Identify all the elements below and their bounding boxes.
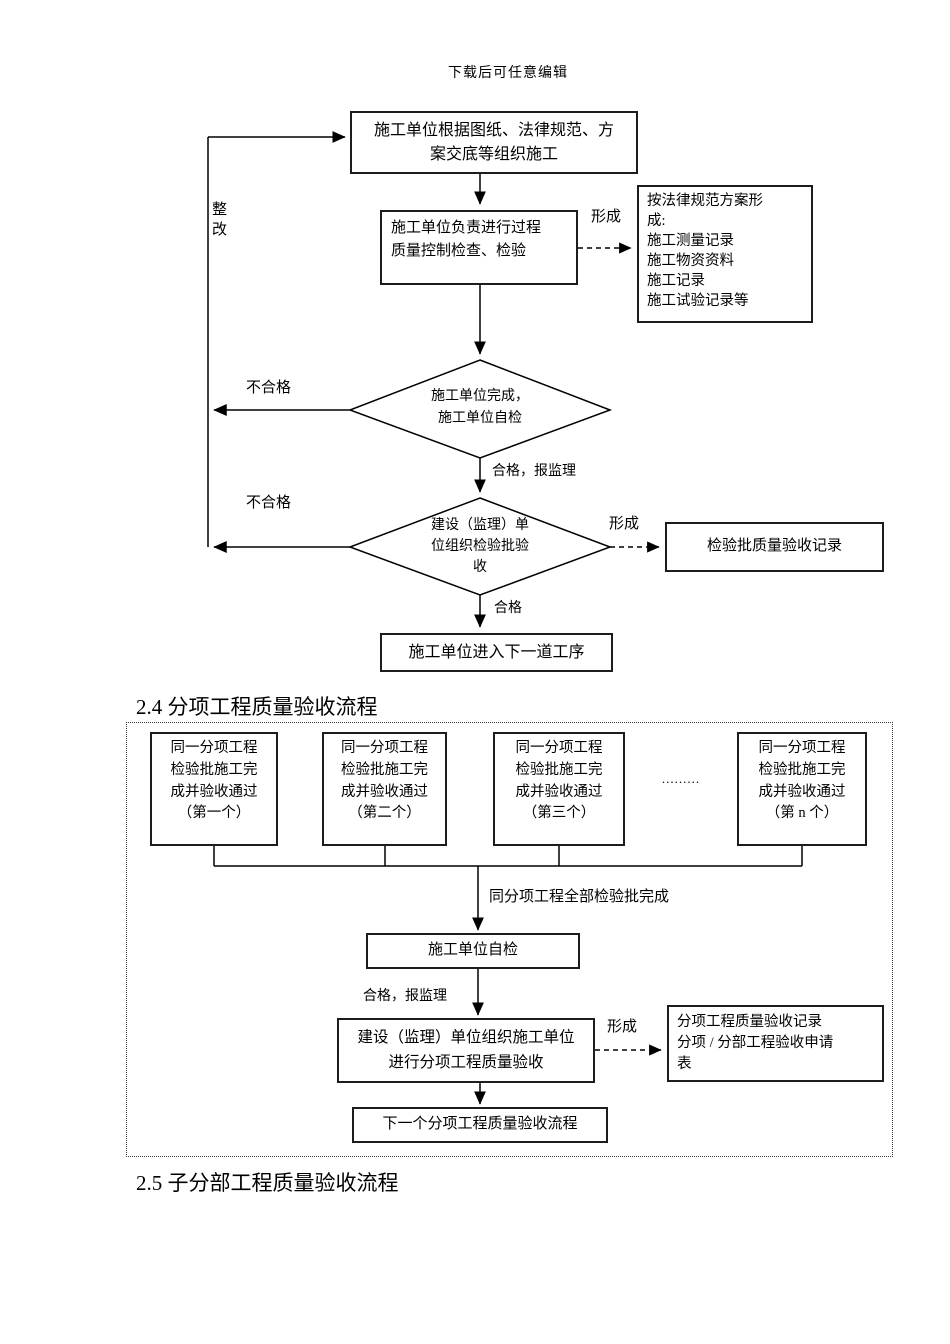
- flow2-batch-box-3: 同一分项工程 检验批施工完 成并验收通过 （第三个）: [493, 732, 625, 846]
- flow1-record-box: 检验批质量验收记录: [665, 522, 884, 572]
- watermark-text: 下载后可任意编辑: [448, 66, 568, 81]
- flow2-ellipsis-dots: .........: [661, 771, 701, 786]
- flow1-form-label-2: 形成: [609, 516, 640, 532]
- flow1-records-box: 按法律规范方案形 成: 施工测量记录 施工物资资料 施工记录 施工试验记录等: [637, 185, 813, 323]
- flow1-start-box: 施工单位根据图纸、法律规范、方 案交底等组织施工: [350, 111, 638, 174]
- flow2-all-complete-label: 同分项工程全部检验批完成: [489, 889, 670, 905]
- flow1-next-step-box: 施工单位进入下一道工序: [380, 633, 613, 672]
- flow1-pass-report-label: 合格，报监理: [492, 464, 576, 479]
- flow1-rework-label: 整 改: [212, 202, 228, 239]
- flow1-process-box: 施工单位负责进行过程 质量控制检查、检验: [380, 210, 578, 285]
- decision-diamond-acceptance: [347, 497, 613, 596]
- flow2-records-box: 分项工程质量验收记录 分项 / 分部工程验收申请 表: [667, 1005, 884, 1082]
- flow2-batch-box-1: 同一分项工程 检验批施工完 成并验收通过 （第一个）: [150, 732, 278, 846]
- flow1-decision-self-check-text: 施工单位完成， 施工单位自检: [431, 389, 529, 426]
- flow2-next-flow-box: 下一个分项工程质量验收流程: [352, 1107, 608, 1143]
- section-2-4-heading: 2.4 分项工程质量验收流程: [136, 695, 378, 719]
- flow1-fail-label-2: 不合格: [246, 495, 292, 511]
- flow2-acceptance-box: 建设（监理）单位组织施工单位 进行分项工程质量验收: [337, 1018, 595, 1083]
- flow2-form-label: 形成: [607, 1019, 638, 1035]
- flow1-pass-label: 合格: [494, 601, 522, 616]
- section-2-5-heading: 2.5 子分部工程质量验收流程: [136, 1171, 399, 1195]
- flow1-decision-acceptance-text: 建设（监理）单 位组织检验批验 收: [431, 518, 529, 575]
- flow1-fail-label-1: 不合格: [246, 380, 292, 396]
- flow2-pass-report-label: 合格，报监理: [363, 989, 447, 1004]
- flow2-batch-box-4: 同一分项工程 检验批施工完 成并验收通过 （第 n 个）: [737, 732, 867, 846]
- decision-diamond-self-check: [347, 359, 613, 459]
- flow1-form-label-1: 形成: [591, 209, 622, 225]
- flow2-self-check-box: 施工单位自检: [366, 933, 580, 969]
- flow2-batch-box-2: 同一分项工程 检验批施工完 成并验收通过 （第二个）: [322, 732, 447, 846]
